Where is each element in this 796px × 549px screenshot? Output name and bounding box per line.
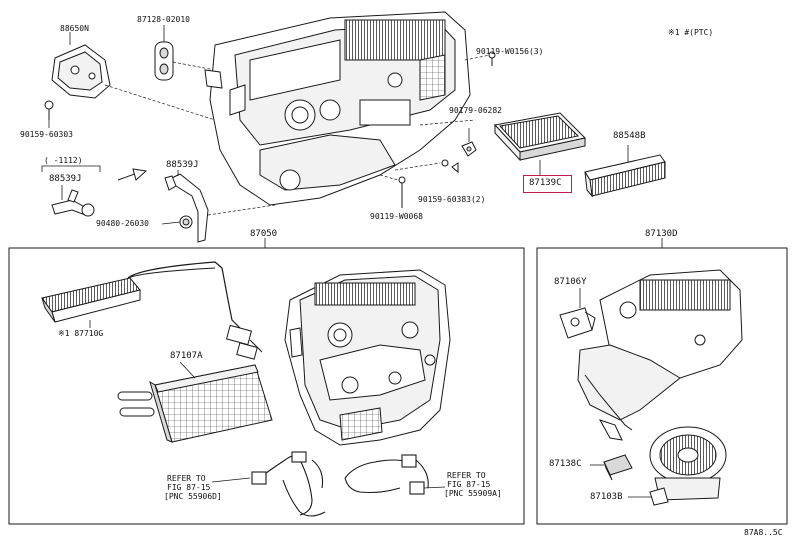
- label-90119-w0068: 90119-W0068: [370, 212, 423, 221]
- refer-right-line3: [PNC 55909A]: [444, 489, 502, 498]
- label-90480: 90480-26030: [96, 219, 149, 228]
- ptc-heater-87710G-drawing: [41, 277, 141, 323]
- highlight-box-87139C: [523, 175, 572, 193]
- refer-right-line1: REFER TO: [447, 471, 486, 480]
- label-87138C: 87138C: [549, 459, 582, 469]
- hvac-assembly-lower-drawing: [284, 269, 451, 446]
- hose-88539J-drawing: [164, 173, 209, 243]
- label-87106Y: 87106Y: [554, 277, 587, 287]
- hose-88539J-small-drawing: [51, 189, 95, 217]
- heater-core-87107A-drawing: [117, 364, 273, 443]
- heater-unit-frame: [8, 247, 525, 525]
- label-88539J: 88539J: [166, 160, 199, 170]
- refer-left-line1: REFER TO: [167, 474, 206, 483]
- label-88548B: 88548B: [613, 131, 646, 141]
- label-87107A: 87107A: [170, 351, 203, 361]
- label-note-ptc: ※1 #(PTC): [668, 28, 714, 37]
- label-87103B: 87103B: [590, 492, 623, 502]
- label-87139C: 87139C: [529, 178, 562, 188]
- label-87130D: 87130D: [645, 229, 678, 239]
- label-88539J-range: ( -1112): [44, 156, 83, 165]
- label-88539J-small: 88539J: [49, 174, 82, 184]
- label-90179: 90179-06282: [449, 106, 502, 115]
- harness-55906D-drawing: [251, 451, 326, 517]
- refer-left-line2: FIG 87-15: [167, 483, 211, 492]
- label-90159-60383: 90159-60383(2): [418, 195, 486, 204]
- ptc-connector-drawing: [225, 324, 263, 360]
- hvac-assembly-top-drawing: [204, 11, 471, 206]
- label-88650N: 88650N: [60, 24, 89, 33]
- label-90119-w0156: 90119-W0156(3): [476, 47, 544, 56]
- refer-left-line3: [PNC 55906D]: [164, 492, 222, 501]
- blower-fan-87103B-drawing: [649, 426, 727, 506]
- seal-87128-drawing: [154, 41, 174, 81]
- figure-code: 87A8..5C: [744, 528, 783, 537]
- air-filter-87139C-drawing: [494, 112, 587, 162]
- resistor-87138C-drawing: [603, 454, 633, 481]
- label-87050: 87050: [250, 229, 278, 239]
- clip-90179-drawing: [461, 141, 477, 157]
- filter-cover-88548B-drawing: [584, 154, 666, 198]
- label-87128: 87128-02010: [137, 15, 190, 24]
- harness-55909A-drawing: [344, 454, 429, 495]
- label-90159-60303: 90159-60303: [20, 130, 73, 139]
- blower-assembly-drawing: [577, 269, 743, 441]
- bolt-90159-60303-drawing: [44, 100, 54, 120]
- label-87710G: ※1 87710G: [58, 329, 104, 338]
- refer-right-line2: FIG 87-15: [447, 480, 491, 489]
- servo-motor-87106Y-drawing: [559, 307, 596, 339]
- part-88650N-drawing: [51, 44, 111, 99]
